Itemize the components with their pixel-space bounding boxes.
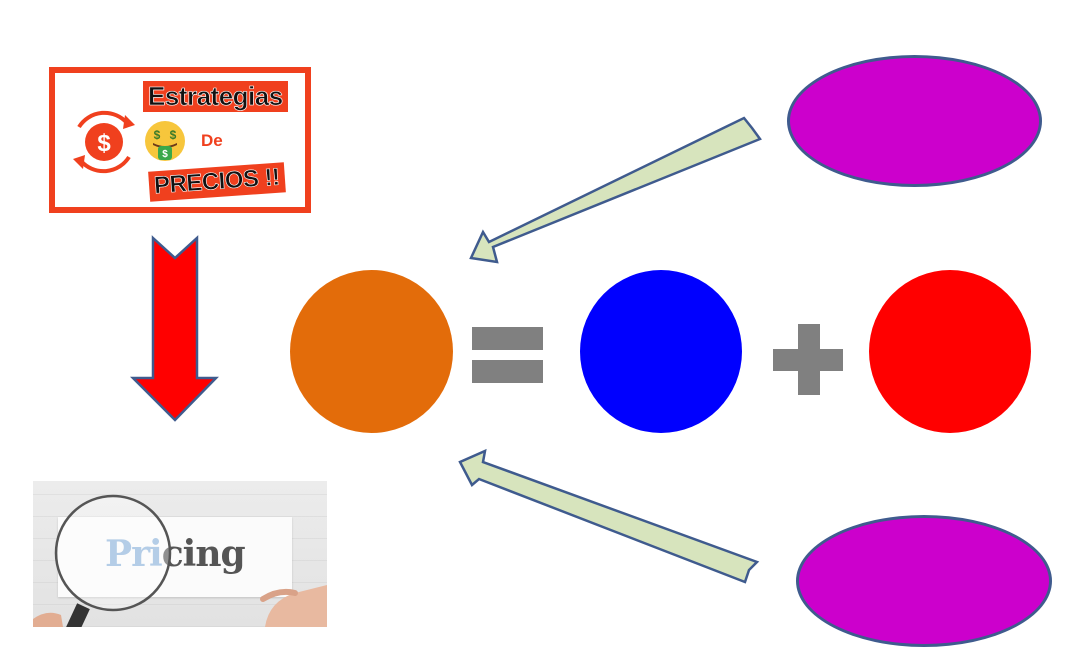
down-arrow-icon bbox=[129, 235, 219, 422]
magnifying-glass-icon bbox=[33, 494, 327, 627]
top-magenta-ellipse bbox=[787, 55, 1042, 187]
bottom-notched-arrow-icon bbox=[458, 448, 760, 584]
blue-circle bbox=[580, 270, 742, 433]
precios-label: PRECIOS !! bbox=[148, 162, 286, 202]
svg-text:$: $ bbox=[170, 128, 177, 142]
orange-circle bbox=[290, 270, 453, 433]
red-circle bbox=[869, 270, 1031, 433]
pricing-image: Pricing bbox=[33, 481, 327, 627]
svg-text:$: $ bbox=[162, 149, 168, 160]
dollar-cycle-icon: $ bbox=[73, 110, 135, 174]
bottom-magenta-ellipse bbox=[796, 515, 1052, 647]
equals-sign-bottom-bar bbox=[472, 360, 543, 383]
pricing-word-rest: cing bbox=[161, 533, 246, 575]
plus-sign-vertical bbox=[798, 324, 820, 395]
money-mouth-face-icon: $ $ $ bbox=[145, 121, 185, 161]
equals-sign-top-bar bbox=[472, 327, 543, 350]
pricing-word: Pricing bbox=[105, 533, 246, 575]
pricing-paper bbox=[58, 517, 292, 597]
estrategias-label: Estrategias bbox=[143, 81, 288, 112]
pricing-word-highlight: Pri bbox=[105, 533, 163, 575]
estrategias-precios-card: $ Estrategias $ $ $ De PRECIOS !! bbox=[49, 67, 311, 213]
svg-text:$: $ bbox=[97, 130, 111, 157]
de-label: De bbox=[201, 131, 223, 150]
top-notched-arrow-icon bbox=[469, 116, 762, 264]
svg-text:$: $ bbox=[154, 128, 161, 142]
